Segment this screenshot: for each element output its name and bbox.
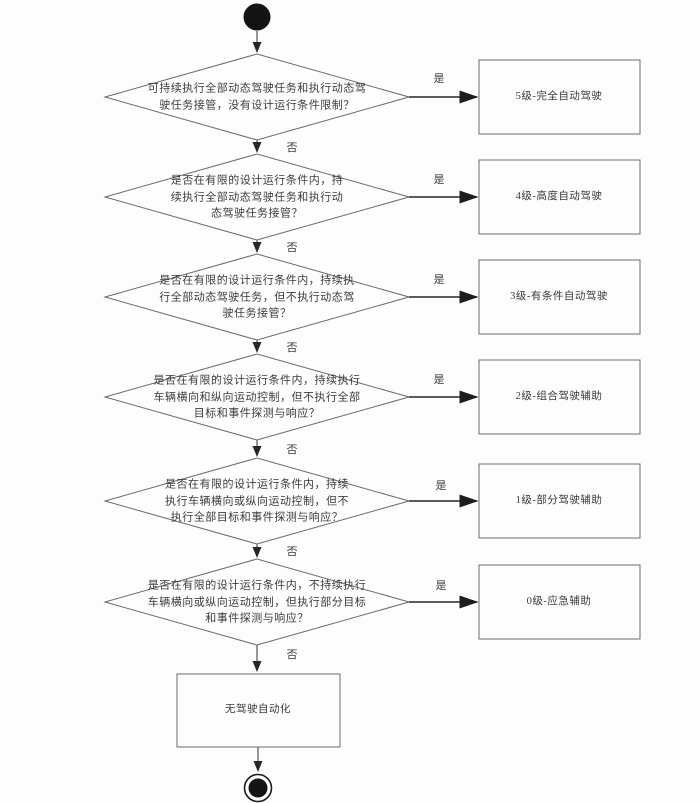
yes-label-2: 是 — [433, 373, 445, 386]
terminal-label: 无驾驶自动化 — [225, 704, 291, 716]
yes-label-1: 是 — [435, 479, 447, 492]
yes-label-0: 是 — [435, 579, 447, 592]
decision-5-text: 可持续执行全部动态驾驶任务和执行动态驾 驶任务接管，没有设计运行条件限制？ — [147, 82, 367, 112]
vertical-connectors — [252, 31, 263, 772]
level-boxes — [478, 59, 641, 640]
level-box-2 — [478, 359, 641, 435]
level-label-5: 5级-完全自动驾驶 — [515, 91, 603, 103]
no-label-5: 否 — [286, 141, 298, 154]
yes-branch-arrows — [409, 90, 479, 609]
yes-label-5: 是 — [433, 72, 445, 85]
level-label-0: 0级-应急辅助 — [526, 596, 592, 608]
no-label-2: 否 — [286, 443, 298, 456]
level-box-3 — [478, 259, 641, 335]
no-label-3: 否 — [286, 341, 298, 354]
end-node-icon — [243, 773, 273, 803]
level-box-4 — [478, 159, 641, 235]
decision-3-text: 是否在有限的设计运行条件内，持续执 行全部动态驾驶任务，但不执行动态驾 驶任务接… — [159, 274, 355, 320]
level-box-1 — [478, 463, 641, 539]
level-box-0 — [478, 564, 641, 640]
decision-2-text: 是否在有限的设计运行条件内，持续执行 车辆横向和纵向运动控制，但不执行全部 目标… — [153, 374, 361, 420]
start-node-icon — [243, 3, 271, 31]
level-box-5 — [478, 59, 641, 135]
decision-0-text: 是否在有限的设计运行条件内，不持续执行 车辆横向或纵向运动控制，但执行部分目标 … — [147, 579, 367, 625]
no-label-1: 否 — [286, 545, 298, 558]
level-label-2: 2级-组合驾驶辅助 — [515, 391, 603, 403]
no-label-0: 否 — [286, 648, 298, 661]
level-label-4: 4级-高度自动驾驶 — [515, 191, 603, 203]
yes-label-4: 是 — [433, 173, 445, 186]
decision-4-text: 是否在有限的设计运行条件内，持 续执行全部动态驾驶任务和执行动 态驾驶任务接管？ — [170, 174, 344, 220]
decision-1-text: 是否在有限的设计运行条件内，持续 执行车辆横向或纵向运动控制，但不 执行全部目标… — [165, 478, 349, 524]
no-label-4: 否 — [286, 241, 298, 254]
yes-label-3: 是 — [433, 273, 445, 286]
level-label-3: 3级-有条件自动驾驶 — [510, 291, 608, 303]
terminal-box — [176, 673, 341, 748]
level-label-1: 1级-部分驾驶辅助 — [515, 495, 603, 507]
